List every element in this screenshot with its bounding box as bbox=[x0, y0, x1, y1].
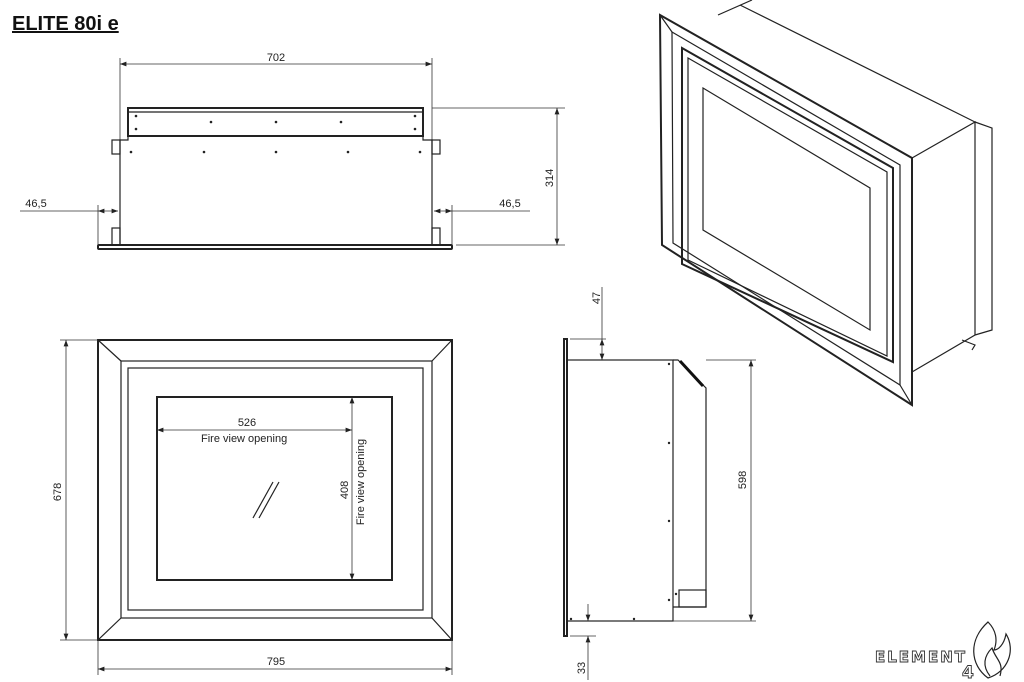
right-offset-dim: 46,5 bbox=[499, 198, 520, 210]
opening-height-label: Fire view opening bbox=[355, 439, 367, 525]
perspective-view bbox=[658, 0, 993, 407]
top-width-dim: 702 bbox=[267, 52, 285, 64]
opening-height-dim: 408 bbox=[339, 481, 351, 499]
opening-width-label: Fire view opening bbox=[201, 433, 287, 445]
drawing-title: ELITE 80i e bbox=[12, 13, 119, 35]
logo-text: ELEMENT bbox=[875, 648, 967, 666]
front-width-dim: 795 bbox=[267, 656, 285, 668]
opening-width-dim: 526 bbox=[238, 417, 256, 429]
side-height-dim: 598 bbox=[737, 471, 749, 489]
logo-subscript: 4 bbox=[962, 663, 976, 682]
front-view: 526 Fire view opening 408 Fire view open… bbox=[52, 339, 453, 675]
left-offset-dim: 46,5 bbox=[25, 198, 46, 210]
front-height-dim: 678 bbox=[52, 483, 64, 501]
side-bottom-offset-dim: 33 bbox=[576, 662, 588, 674]
flame-icon bbox=[973, 621, 1011, 679]
top-view: 702 46,5 46,5 314 bbox=[20, 52, 565, 250]
element4-logo: ELEMENT 4 bbox=[875, 621, 1011, 682]
top-height-dim: 314 bbox=[544, 169, 556, 187]
side-view: 47 598 33 bbox=[563, 287, 756, 680]
side-top-offset-dim: 47 bbox=[591, 292, 603, 304]
